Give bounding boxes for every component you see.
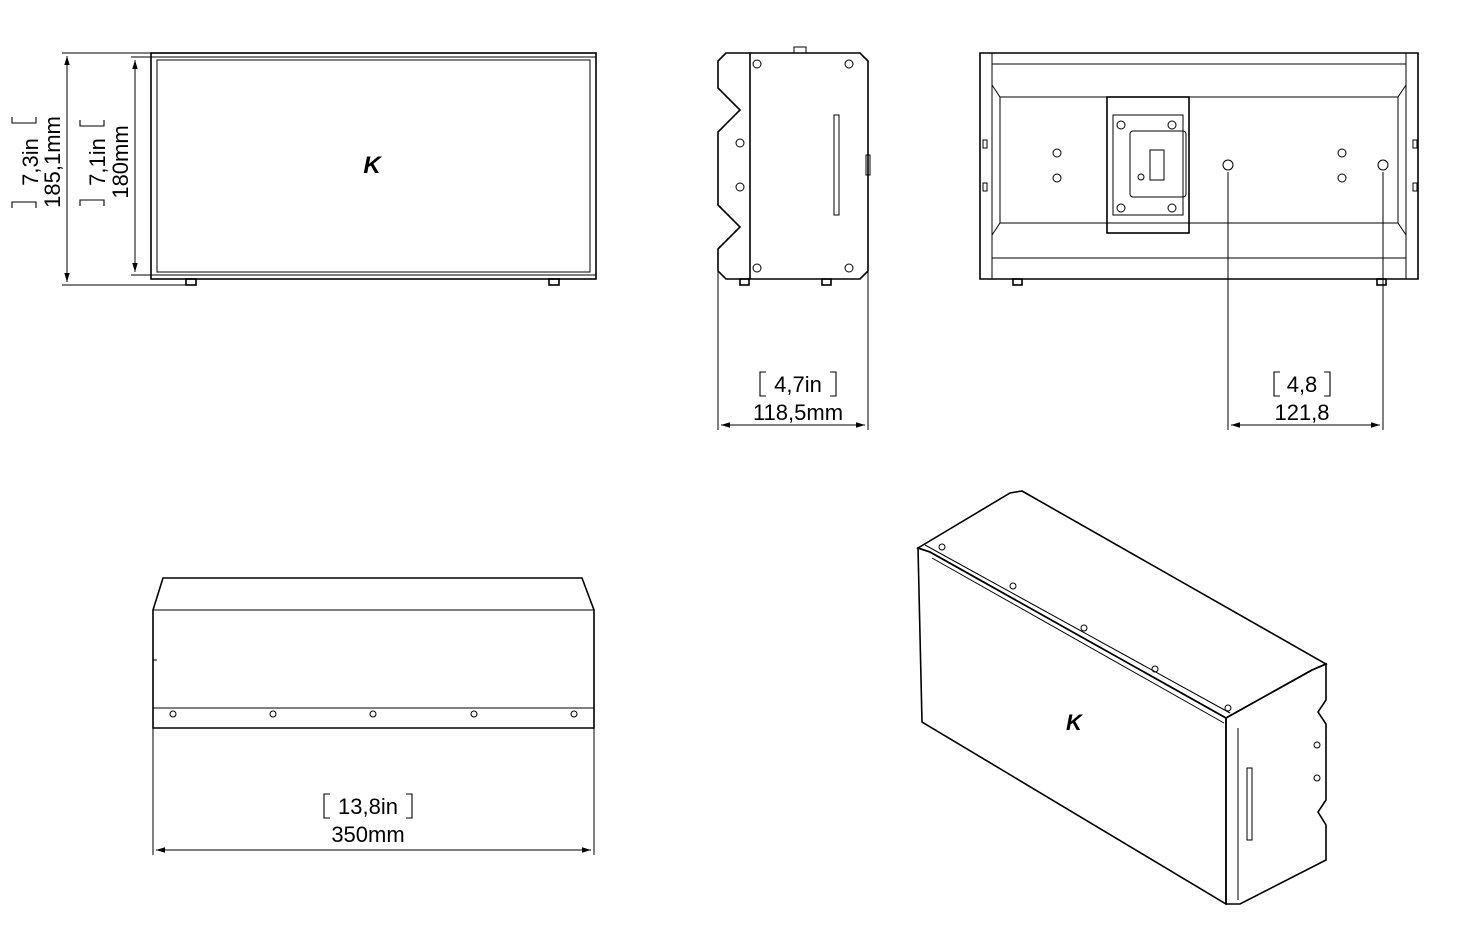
height-outer-in-label: 7,3in bbox=[18, 138, 43, 186]
height-inner-mm-label: 180mm bbox=[108, 125, 133, 198]
iso-logo: K bbox=[1066, 710, 1084, 735]
depth-dimension: 4,7in 118,5mm bbox=[717, 272, 869, 430]
front-logo: K bbox=[363, 152, 382, 179]
isometric-view: K bbox=[916, 490, 1328, 906]
height-dimension: 7,3in 185,1mm 7,1in 180mm bbox=[11, 52, 186, 286]
side-view bbox=[717, 46, 871, 286]
top-view bbox=[152, 577, 595, 729]
depth-in-label: 4,7in bbox=[774, 372, 822, 397]
depth-mm-label: 118,5mm bbox=[753, 400, 843, 425]
width-dimension: 13,8in 350mm bbox=[152, 728, 595, 855]
width-mm-label: 350mm bbox=[331, 822, 404, 847]
spacing-in-label: 4,8 bbox=[1287, 372, 1318, 397]
front-view: K bbox=[150, 52, 597, 286]
height-inner-in-label: 7,1in bbox=[85, 138, 110, 186]
height-outer-mm-label: 185,1mm bbox=[40, 116, 65, 208]
width-in-label: 13,8in bbox=[338, 794, 398, 819]
spacing-dimension: 4,8 121,8 bbox=[1227, 172, 1384, 430]
rear-view bbox=[979, 52, 1419, 286]
spacing-mm-label: 121,8 bbox=[1274, 400, 1329, 425]
